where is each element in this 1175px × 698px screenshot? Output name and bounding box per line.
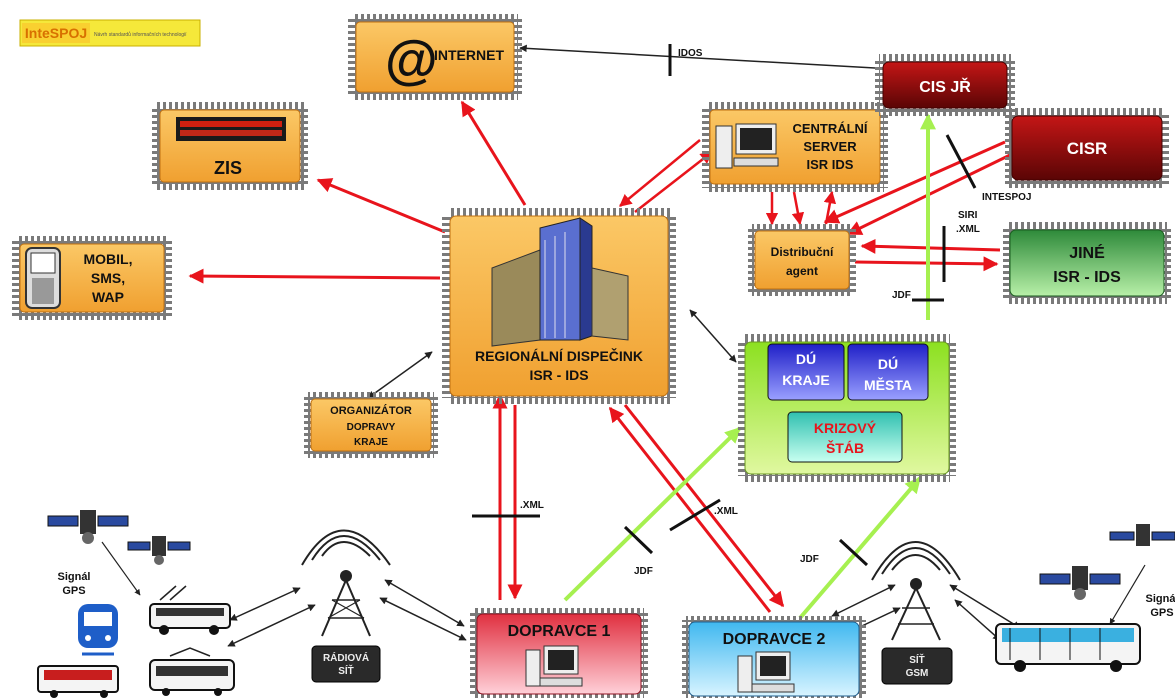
du-mesta-label-2: MĚSTA xyxy=(864,376,912,393)
trolleybus-icon xyxy=(149,585,231,635)
internet-node[interactable]: @ INTERNET xyxy=(348,14,522,100)
link-reg-internet xyxy=(460,100,527,206)
regional-label-2: ISR - IDS xyxy=(529,367,588,383)
link-reg-krizovy xyxy=(689,309,737,363)
label-jdf-mid: JDF xyxy=(800,554,819,565)
zis-label: ZIS xyxy=(214,158,242,178)
dist-label-1: Distribuční xyxy=(771,245,834,259)
krizovy-label-1: KRIZOVÝ xyxy=(814,419,877,436)
satellite-icon xyxy=(1109,524,1175,546)
krizovy-label-2: ŠTÁB xyxy=(826,439,864,456)
cis-jr-node[interactable]: CIS JŘ xyxy=(875,54,1015,116)
signal-gps-left-1: Signál xyxy=(57,571,90,583)
carrier-1-label: DOPRAVCE 1 xyxy=(508,623,611,640)
du-kraje-label-2: KRAJE xyxy=(782,372,829,388)
label-siri-xml: .XML xyxy=(956,224,980,235)
gsm-tower-icon xyxy=(871,541,961,641)
label-idos: IDOS xyxy=(678,48,703,59)
regional-label-1: REGIONÁLNÍ DISPEČINK xyxy=(475,347,643,364)
du-mesta-node[interactable]: DÚ MĚSTA xyxy=(847,343,929,401)
signal-gps-right-1: Signál xyxy=(1145,593,1175,605)
org-label-2: DOPRAVY xyxy=(347,422,396,433)
cisr-label: CISR xyxy=(1067,139,1108,158)
link-dop2-krizovy xyxy=(798,476,922,620)
computer-icon xyxy=(737,651,795,693)
carrier-1-node[interactable]: DOPRAVCE 1 xyxy=(470,608,648,698)
bus-icon xyxy=(37,665,119,698)
link-reg-dop2 xyxy=(623,404,785,608)
link-org-reg xyxy=(367,351,433,399)
jine-node[interactable]: JINÉ ISR - IDS xyxy=(1003,222,1171,304)
connections xyxy=(101,44,1146,647)
building-icon xyxy=(491,217,629,347)
label-siri: SIRI xyxy=(958,210,978,221)
server-label-3: ISR IDS xyxy=(807,157,854,172)
label-jdf-right: JDF xyxy=(892,290,911,301)
mobile-phone-icon xyxy=(25,247,61,309)
dist-label-2: agent xyxy=(786,264,818,278)
link-cisjr-internet xyxy=(519,44,876,69)
radio-label-1: RÁDIOVÁ xyxy=(323,651,369,664)
label-intespoj: INTESPOJ xyxy=(982,192,1031,203)
org-label-1: ORGANIZÁTOR xyxy=(330,404,412,417)
regional-dispatch-node[interactable]: REGIONÁLNÍ DISPEČINK ISR - IDS xyxy=(442,208,676,404)
label-jdf-left: JDF xyxy=(634,566,653,577)
satellite-icon xyxy=(47,510,129,544)
cis-jr-label: CIS JŘ xyxy=(919,77,971,96)
internet-label: INTERNET xyxy=(434,47,504,63)
tick-jdf-mid xyxy=(838,538,869,567)
led-display-icon xyxy=(176,117,286,141)
du-kraje-label-1: DÚ xyxy=(796,350,816,367)
satellite-icon xyxy=(1039,566,1121,600)
du-kraje-node[interactable]: DÚ KRAJE xyxy=(767,343,845,401)
jine-label-2: ISR - IDS xyxy=(1053,269,1121,286)
label-xml-left: .XML xyxy=(520,500,544,511)
du-mesta-label-1: DÚ xyxy=(878,355,898,372)
organizer-node[interactable]: ORGANIZÁTOR DOPRAVY KRAJE xyxy=(304,392,438,458)
carrier-2-node[interactable]: DOPRAVCE 2 xyxy=(682,616,866,698)
signal-gps-left-2: GPS xyxy=(62,585,85,597)
logo-caption: Návrh standardů informačních technologií xyxy=(94,31,187,38)
central-server-node[interactable]: CENTRÁLNÍ SERVER ISR IDS xyxy=(702,102,888,192)
gsm-network-label-box: SÍŤ GSM xyxy=(881,647,953,685)
radio-network-label-box: RÁDIOVÁ SÍŤ xyxy=(311,645,381,683)
link-reg-mobil xyxy=(188,268,441,284)
link-reg-zis xyxy=(316,178,446,234)
carrier-2-label: DOPRAVCE 2 xyxy=(723,631,826,648)
mobil-label-3: WAP xyxy=(92,289,124,305)
radio-tower-icon xyxy=(301,529,391,637)
computer-icon xyxy=(715,123,779,169)
server-label-2: SERVER xyxy=(803,139,857,154)
tick-intespoj xyxy=(945,134,977,189)
org-label-3: KRAJE xyxy=(354,437,388,448)
logo-text: InteSPOJ xyxy=(25,25,87,41)
mobil-node[interactable]: MOBIL, SMS, WAP xyxy=(12,236,172,320)
gsm-label-2: GSM xyxy=(906,668,929,679)
krizovy-node[interactable]: KRIZOVÝ ŠTÁB xyxy=(787,411,903,463)
computer-icon xyxy=(525,645,583,687)
label-xml-mid: .XML xyxy=(714,506,738,517)
radio-label-2: SÍŤ xyxy=(338,664,354,677)
city-bus-icon xyxy=(995,623,1141,672)
link-server-reg xyxy=(634,151,713,213)
tram-icon xyxy=(149,647,235,696)
jine-label-1: JINÉ xyxy=(1069,243,1105,262)
gsm-label-1: SÍŤ xyxy=(909,653,925,666)
intespoj-logo: InteSPOJ Návrh standardů informačních te… xyxy=(19,19,201,47)
zis-node[interactable]: ZIS xyxy=(152,102,308,190)
at-icon: @ xyxy=(385,30,438,90)
server-label-1: CENTRÁLNÍ xyxy=(792,121,867,136)
train-icon xyxy=(78,604,118,656)
link-dop1-krizovy xyxy=(563,426,742,602)
tick-jdf-left xyxy=(623,525,654,555)
tick-xml-mid xyxy=(669,498,721,532)
satellite-icon xyxy=(127,536,191,565)
distribution-agent-node[interactable]: Distribuční agent xyxy=(748,224,856,296)
crisis-staff-group[interactable]: DÚ KRAJE DÚ MĚSTA KRIZOVÝ ŠTÁB xyxy=(738,334,956,482)
mobil-label-2: SMS, xyxy=(91,270,125,286)
mobil-label-1: MOBIL, xyxy=(84,251,133,267)
signal-gps-right-2: GPS xyxy=(1150,607,1173,619)
cisr-node[interactable]: CISR xyxy=(1005,108,1169,188)
